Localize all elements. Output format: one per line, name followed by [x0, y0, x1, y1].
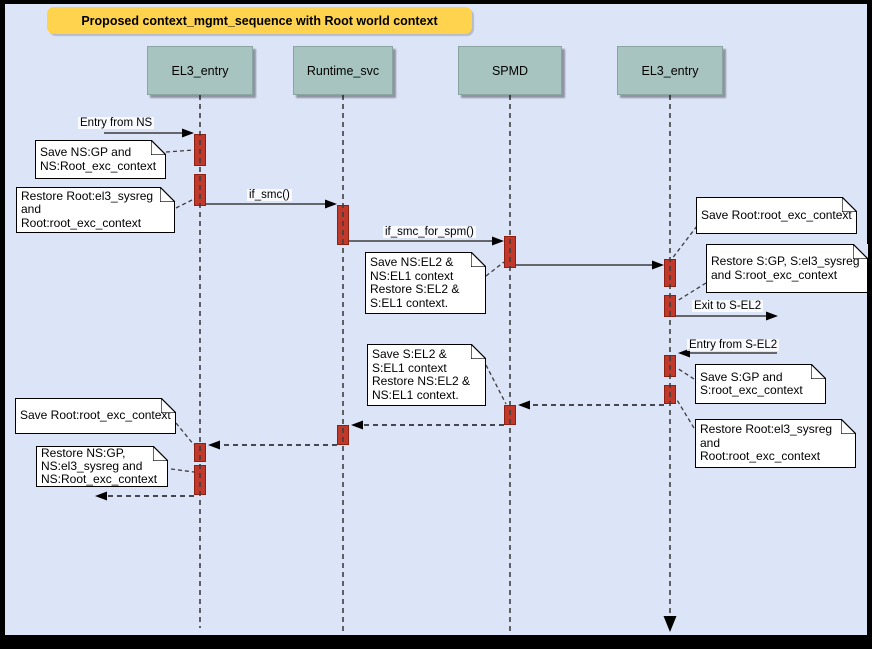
label-if-smc: if_smc() [247, 189, 292, 201]
note-restore-root-ctx-right: Restore Root:el3_sysreg and Root:root_ex… [695, 419, 856, 468]
note-fold-icon [161, 398, 176, 413]
activation-spmd-1 [504, 236, 516, 268]
note-save-s-gp: Save S:GP and S:root_exc_context [695, 364, 826, 404]
note-restore-s-gp: Restore S:GP, S:el3_sysreg and S:root_ex… [706, 244, 868, 293]
activation-el3-left-1 [194, 134, 206, 166]
note-restore-ns-gp: Restore NS:GP, NS:el3_sysreg and NS:Root… [36, 446, 168, 487]
note-fold-icon [160, 187, 175, 202]
activation-el3-left-4 [194, 465, 206, 495]
actor-spmd: SPMD [458, 46, 562, 95]
note-fold-icon [471, 344, 486, 359]
diagram-background [5, 4, 867, 635]
note-save-ns-el2: Save NS:EL2 & NS:EL1 context Restore S:E… [365, 252, 486, 314]
note-restore-root-ctx-top: Restore Root:el3_sysreg and Root:root_ex… [16, 187, 175, 233]
diagram-title: Proposed context_mgmt_sequence with Root… [47, 7, 472, 34]
activation-el3-right-2 [664, 295, 676, 317]
label-entry-from-ns: Entry from NS [78, 117, 155, 129]
note-fold-icon [841, 419, 856, 434]
activation-spmd-2 [504, 405, 516, 425]
note-fold-icon [853, 244, 868, 259]
actor-el3-entry-right: EL3_entry [617, 46, 723, 95]
note-save-root-exc-left: Save Root:root_exc_context [15, 398, 176, 434]
actor-el3-entry-left: EL3_entry [147, 46, 253, 95]
label-if-smc-for-spm: if_smc_for_spm() [383, 226, 476, 238]
note-save-s-el2: Save S:EL2 & S:EL1 context Restore NS:EL… [367, 344, 486, 406]
note-fold-icon [471, 252, 486, 267]
activation-el3-left-2 [194, 174, 206, 206]
activation-el3-right-3 [664, 355, 676, 377]
activation-runtime-2 [337, 425, 349, 445]
activation-runtime-1 [337, 205, 349, 245]
note-fold-icon [151, 140, 166, 155]
activation-el3-right-4 [664, 385, 676, 404]
note-fold-icon [842, 197, 857, 212]
label-exit-to-sel2: Exit to S-EL2 [692, 300, 764, 312]
label-entry-from-sel2: Entry from S-EL2 [687, 339, 780, 351]
note-save-root-exc-right: Save Root:root_exc_context [696, 197, 857, 234]
note-fold-icon [153, 446, 168, 461]
actor-runtime-svc: Runtime_svc [293, 46, 393, 95]
activation-el3-left-3 [194, 443, 206, 462]
note-fold-icon [811, 364, 826, 379]
activation-el3-right-1 [664, 259, 676, 287]
note-save-ns-gp: Save NS:GP and NS:Root_exc_context [35, 140, 166, 179]
